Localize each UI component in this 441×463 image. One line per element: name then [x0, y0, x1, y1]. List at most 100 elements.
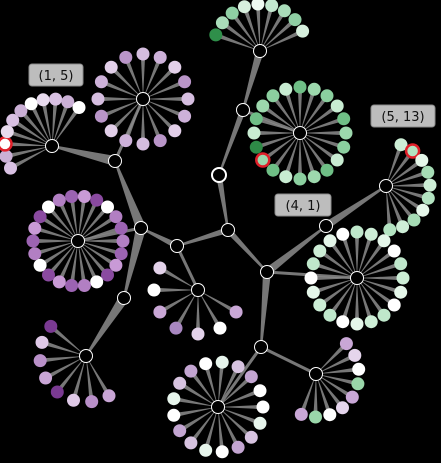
leaf-node[interactable] — [42, 268, 55, 282]
hub-node[interactable] — [236, 103, 250, 117]
leaf-node[interactable] — [293, 80, 307, 94]
leaf-node[interactable] — [266, 163, 280, 177]
leaf-node[interactable] — [173, 424, 187, 438]
leaf-node[interactable] — [28, 247, 42, 261]
hub-node[interactable] — [309, 367, 323, 381]
leaf-node[interactable] — [199, 443, 213, 457]
leaf-node[interactable] — [294, 407, 308, 421]
leaf-node[interactable] — [323, 308, 337, 322]
leaf-node[interactable] — [215, 445, 229, 459]
leaf-node[interactable] — [52, 193, 66, 207]
leaf-node[interactable] — [33, 258, 47, 272]
leaf-node[interactable] — [209, 28, 223, 42]
leaf-node[interactable] — [44, 319, 58, 333]
leaf-node[interactable] — [28, 221, 42, 235]
leaf-node[interactable] — [320, 89, 334, 103]
leaf-node[interactable] — [4, 161, 17, 175]
leaf-node[interactable] — [383, 223, 397, 237]
leaf-node[interactable] — [65, 190, 79, 203]
leaf-node[interactable] — [394, 138, 408, 152]
leaf-node[interactable] — [33, 210, 47, 224]
leaf-node[interactable] — [394, 257, 408, 271]
leaf-node[interactable] — [168, 60, 182, 74]
leaf-node[interactable] — [136, 47, 150, 61]
leaf-node[interactable] — [296, 24, 310, 38]
leaf-node[interactable] — [396, 220, 410, 234]
leaf-node[interactable] — [215, 355, 229, 369]
leaf-node[interactable] — [330, 153, 344, 167]
highlighted-leaf-node[interactable] — [0, 136, 13, 152]
leaf-node[interactable] — [307, 82, 321, 96]
leaf-node[interactable] — [167, 408, 181, 422]
leaf-node[interactable] — [169, 321, 183, 335]
leaf-node[interactable] — [67, 393, 80, 407]
leaf-node[interactable] — [52, 275, 66, 289]
leaf-node[interactable] — [24, 97, 38, 111]
leaf-node[interactable] — [244, 430, 258, 444]
leaf-node[interactable] — [167, 392, 181, 406]
leaf-node[interactable] — [348, 348, 362, 362]
leaf-node[interactable] — [191, 327, 205, 341]
leaf-node[interactable] — [293, 172, 307, 186]
leaf-node[interactable] — [50, 385, 64, 399]
leaf-node[interactable] — [421, 165, 435, 179]
leaf-node[interactable] — [65, 279, 79, 292]
leaf-node[interactable] — [387, 298, 401, 312]
leaf-node[interactable] — [77, 279, 91, 292]
leaf-node[interactable] — [231, 360, 245, 374]
leaf-node[interactable] — [350, 225, 364, 239]
highlighted-leaf-node[interactable] — [255, 152, 271, 168]
leaf-node[interactable] — [279, 82, 293, 96]
leaf-node[interactable] — [0, 125, 14, 139]
leaf-node[interactable] — [0, 149, 13, 163]
root-node[interactable] — [211, 167, 227, 183]
hub-node[interactable] — [136, 92, 150, 106]
leaf-node[interactable] — [337, 140, 351, 154]
leaf-node[interactable] — [336, 401, 349, 415]
leaf-node[interactable] — [396, 271, 410, 285]
leaf-node[interactable] — [415, 153, 429, 167]
leaf-node[interactable] — [35, 335, 49, 349]
leaf-node[interactable] — [339, 337, 353, 351]
hub-node[interactable] — [134, 221, 148, 235]
hub-node[interactable] — [108, 154, 122, 168]
hub-node[interactable] — [379, 179, 393, 193]
leaf-node[interactable] — [306, 285, 320, 299]
leaf-node[interactable] — [33, 354, 47, 368]
leaf-node[interactable] — [416, 203, 430, 217]
leaf-node[interactable] — [184, 364, 198, 378]
hub-node[interactable] — [170, 239, 184, 253]
leaf-node[interactable] — [251, 0, 265, 11]
leaf-node[interactable] — [423, 178, 437, 192]
leaf-node[interactable] — [119, 134, 133, 148]
leaf-node[interactable] — [229, 305, 243, 319]
leaf-node[interactable] — [173, 376, 187, 390]
hub-node[interactable] — [293, 126, 307, 140]
leaf-node[interactable] — [249, 112, 263, 126]
leaf-node[interactable] — [339, 126, 353, 140]
leaf-node[interactable] — [249, 140, 263, 154]
leaf-node[interactable] — [244, 370, 258, 384]
hub-node[interactable] — [211, 400, 225, 414]
hub-node[interactable] — [117, 291, 131, 305]
leaf-node[interactable] — [136, 137, 150, 151]
hub-node[interactable] — [71, 234, 85, 248]
leaf-node[interactable] — [94, 109, 108, 123]
leaf-node[interactable] — [168, 124, 182, 138]
leaf-node[interactable] — [101, 200, 114, 214]
hub-node[interactable] — [191, 283, 205, 297]
leaf-node[interactable] — [26, 234, 40, 248]
leaf-node[interactable] — [320, 163, 334, 177]
leaf-node[interactable] — [253, 384, 267, 398]
leaf-node[interactable] — [266, 89, 280, 103]
leaf-node[interactable] — [336, 227, 350, 241]
leaf-node[interactable] — [49, 92, 63, 106]
hub-node[interactable] — [79, 349, 93, 363]
leaf-node[interactable] — [39, 371, 53, 385]
leaf-node[interactable] — [309, 410, 322, 424]
hub-node[interactable] — [254, 340, 268, 354]
leaf-node[interactable] — [153, 261, 167, 275]
leaf-node[interactable] — [91, 92, 105, 106]
hub-node[interactable] — [260, 265, 274, 279]
leaf-node[interactable] — [72, 101, 86, 114]
